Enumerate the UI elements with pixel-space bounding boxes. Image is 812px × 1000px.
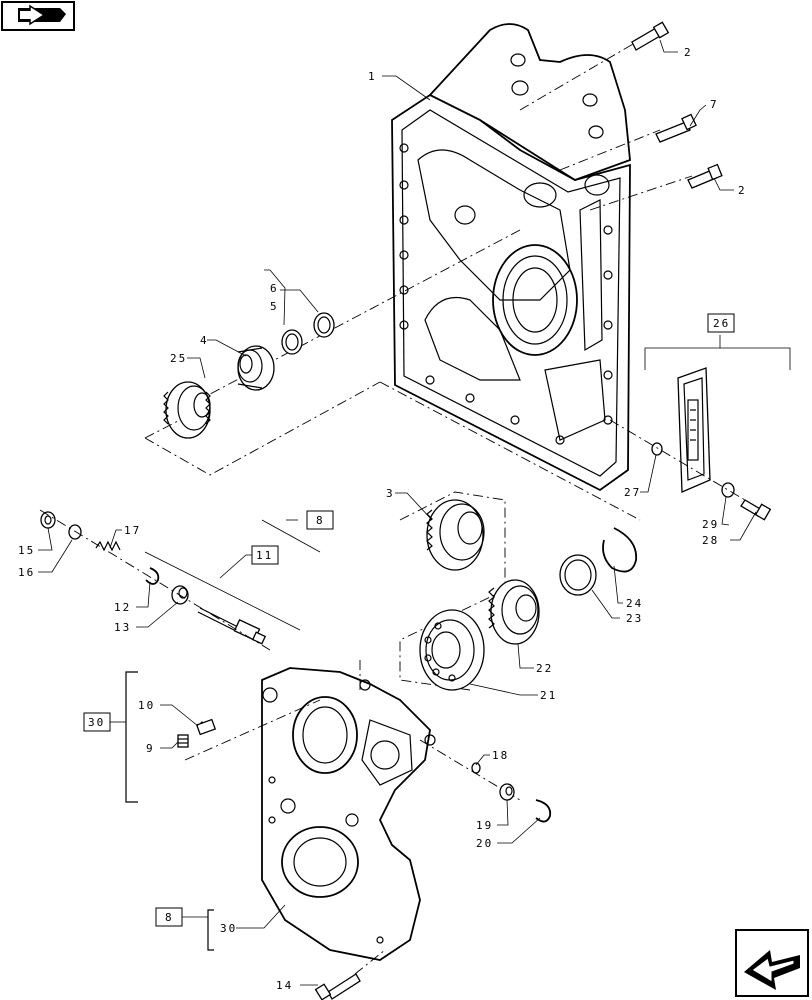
ref-26-label: 26	[713, 317, 730, 330]
book-arrow-icon[interactable]	[1, 1, 75, 31]
callout-19: 19	[476, 819, 493, 832]
callout-5: 5	[270, 300, 279, 313]
ref-box-8-top[interactable]: 8	[306, 510, 334, 530]
ref-box-26[interactable]: 26	[707, 313, 735, 333]
callout-16: 16	[18, 566, 35, 579]
ref-8-top-label: 8	[316, 514, 325, 527]
callout-21: 21	[540, 689, 557, 702]
callout-30-bottom: 30	[220, 922, 237, 935]
callout-7: 7	[710, 98, 719, 111]
main-housing	[391, 23, 631, 492]
stud-10	[195, 718, 217, 736]
callout-22: 22	[536, 662, 553, 675]
callout-25: 25	[170, 352, 187, 365]
callout-27: 27	[624, 486, 641, 499]
ref-30-label: 30	[88, 716, 105, 729]
o-ring-27	[651, 442, 663, 456]
o-ring-18	[471, 762, 481, 774]
callout-17: 17	[124, 524, 141, 537]
gear-22	[488, 579, 540, 645]
callout-12: 12	[114, 601, 131, 614]
snap-ring-6	[313, 312, 335, 338]
ref-box-8-bottom[interactable]: 8	[155, 907, 183, 927]
spacer-ring-5	[281, 329, 303, 355]
callout-15: 15	[18, 544, 35, 557]
clip-12	[145, 567, 160, 585]
callout-24: 24	[626, 597, 643, 610]
callout-10: 10	[138, 699, 155, 712]
callout-2-top: 2	[684, 46, 693, 59]
plug-19	[499, 783, 515, 801]
callout-20: 20	[476, 837, 493, 850]
circlip-24	[602, 527, 637, 573]
gear-3	[426, 499, 485, 571]
callout-4: 4	[200, 334, 209, 347]
bolt-7	[559, 113, 697, 171]
ref-8-bottom-label: 8	[165, 911, 174, 924]
spring-17	[95, 540, 121, 552]
callout-labels: 1 2 7 2 6 5 4 25 3 27 29 28 24 23 22 21 …	[18, 46, 747, 992]
next-page-arrow-icon[interactable]	[735, 929, 809, 997]
ref-11-label: 11	[256, 549, 273, 562]
callout-9: 9	[146, 742, 155, 755]
callout-13: 13	[114, 621, 131, 634]
bolt-2-top	[519, 21, 670, 111]
ref-box-11[interactable]: 11	[251, 545, 279, 565]
ref-box-30[interactable]: 30	[83, 712, 111, 732]
bearing-4	[237, 345, 275, 391]
callout-29: 29	[702, 518, 719, 531]
bolt-2-mid	[589, 163, 723, 211]
gear-25	[163, 381, 211, 439]
screw-28	[740, 499, 772, 521]
callout-28: 28	[702, 534, 719, 547]
washer-16	[68, 524, 82, 540]
callout-3: 3	[386, 487, 395, 500]
callout-18: 18	[492, 749, 509, 762]
callout-2-mid: 2	[738, 184, 747, 197]
sight-glass-26	[677, 367, 711, 493]
callout-23: 23	[626, 612, 643, 625]
shaft-11	[197, 607, 267, 645]
callout-1: 1	[368, 70, 377, 83]
callout-6: 6	[270, 282, 279, 295]
o-ring-29	[721, 482, 735, 498]
ring-23	[559, 554, 597, 596]
plug-9	[177, 734, 189, 748]
leader-lines	[38, 39, 757, 986]
callout-14: 14	[276, 979, 293, 992]
snap-ring-20	[535, 799, 552, 823]
bolt-14	[314, 973, 361, 1000]
front-cover-30	[261, 667, 436, 961]
bearing-21	[419, 609, 485, 691]
